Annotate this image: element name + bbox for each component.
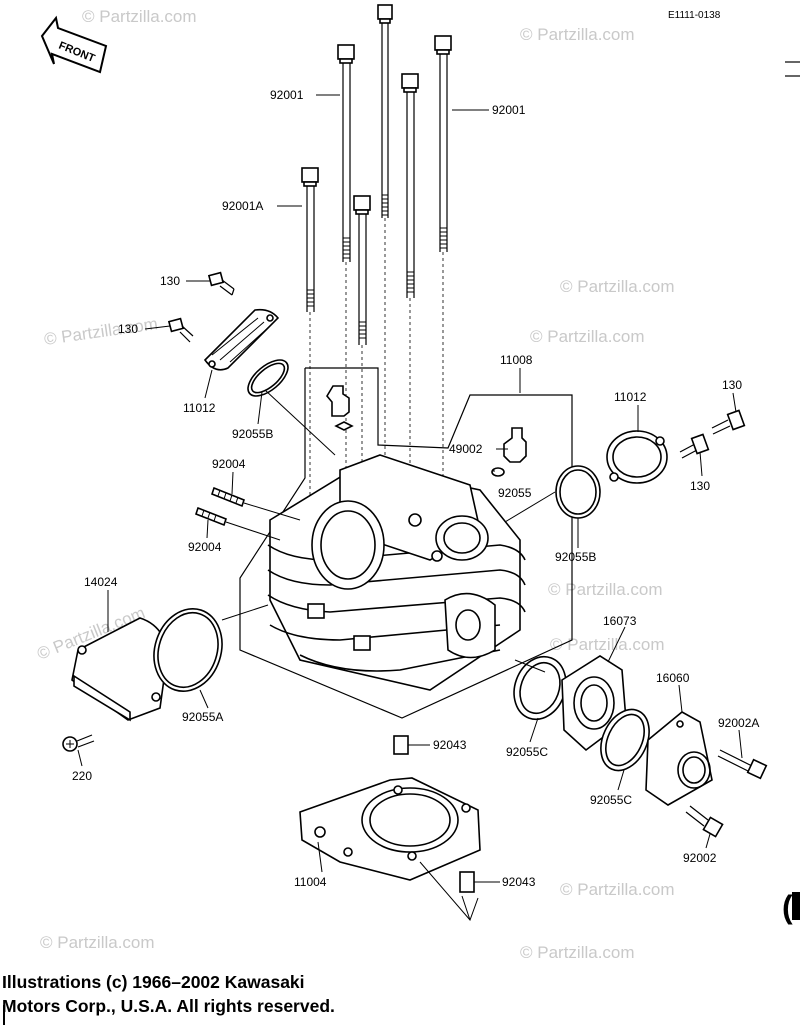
cover-11012-left <box>203 308 280 371</box>
stud-92004-lower <box>195 506 227 527</box>
watermark: © Partzilla.com <box>82 7 197 26</box>
copyright-line-1: Illustrations (c) 1966–2002 Kawasaki <box>2 972 305 992</box>
cover-11012-right <box>606 430 668 484</box>
callout: 92001 <box>492 103 526 117</box>
callout: 92055B <box>555 550 596 564</box>
callout: 92002A <box>718 716 759 730</box>
o-ring-92055c-right <box>600 708 650 772</box>
watermark: © Partzilla.com <box>548 580 663 599</box>
callout: 92055 <box>498 486 532 500</box>
edge-block <box>792 892 800 920</box>
callout: 14024 <box>84 575 118 589</box>
bolt-92002a <box>717 749 768 780</box>
watermark: © Partzilla.com <box>43 314 159 349</box>
callout: 92001A <box>222 199 263 213</box>
front-arrow-icon: FRONT <box>40 15 108 74</box>
holder-16060 <box>645 711 713 806</box>
cylinder-head <box>267 454 526 691</box>
leader <box>264 389 336 456</box>
bolt-130-right <box>679 433 710 459</box>
o-ring-92055b-right <box>555 465 601 519</box>
watermark: © Partzilla.com <box>520 943 635 962</box>
watermark: © Partzilla.com <box>520 25 635 44</box>
callout: 130 <box>160 274 180 288</box>
bolt-130-upper-right <box>711 409 746 435</box>
callout: 92055C <box>506 745 548 759</box>
callout: 11012 <box>614 390 647 404</box>
watermark: © Partzilla.com <box>560 277 675 296</box>
watermark: © Partzilla.com <box>560 880 675 899</box>
callout: 92002 <box>683 851 717 865</box>
watermark: © Partzilla.com <box>550 635 665 654</box>
callout: 92055B <box>232 427 273 441</box>
gasket-11004 <box>299 777 481 881</box>
screw-220 <box>62 734 95 752</box>
callout: 92004 <box>188 540 222 554</box>
watermark: © Partzilla.com <box>40 933 155 952</box>
callout: 92001 <box>270 88 304 102</box>
fitting-49002 <box>491 427 527 477</box>
head-bolts <box>301 4 452 640</box>
callout: 92043 <box>433 738 467 752</box>
bolt-130-left <box>167 317 194 343</box>
callout: 16073 <box>603 614 637 628</box>
edge-glyph: ( <box>782 889 793 925</box>
callout: 130 <box>722 378 742 392</box>
stud-92004-upper <box>211 486 245 508</box>
bolt-130-upper-left <box>207 271 235 296</box>
callout: 16060 <box>656 671 690 685</box>
o-ring-92055a <box>153 607 223 693</box>
watermark: © Partzilla.com <box>530 327 645 346</box>
cover-14024 <box>71 617 169 722</box>
copyright-line-2: Motors Corp., U.S.A. All rights reserved… <box>2 996 335 1016</box>
dowel-92043-upper <box>393 735 409 755</box>
o-ring-92055b-left <box>247 359 289 397</box>
leader-lines <box>77 94 743 883</box>
callout: 130 <box>118 322 138 336</box>
callout: 130 <box>690 479 710 493</box>
fitting-center <box>326 385 354 431</box>
bolt-92002 <box>685 805 724 838</box>
callout: 92055C <box>590 793 632 807</box>
callout: 11012 <box>183 401 216 415</box>
callout: 92055A <box>182 710 223 724</box>
callout: 49002 <box>449 442 483 456</box>
dowel-92043-lower <box>459 871 475 893</box>
diagram-code: E1111-0138 <box>668 10 721 21</box>
callout: 220 <box>72 769 92 783</box>
callout: 92004 <box>212 457 246 471</box>
callout: 11008 <box>500 353 533 367</box>
callout: 92043 <box>502 875 536 889</box>
callout-labels: 92001 92001 92001A 130 130 11012 92055B … <box>72 88 759 889</box>
callout: 11004 <box>294 875 327 889</box>
